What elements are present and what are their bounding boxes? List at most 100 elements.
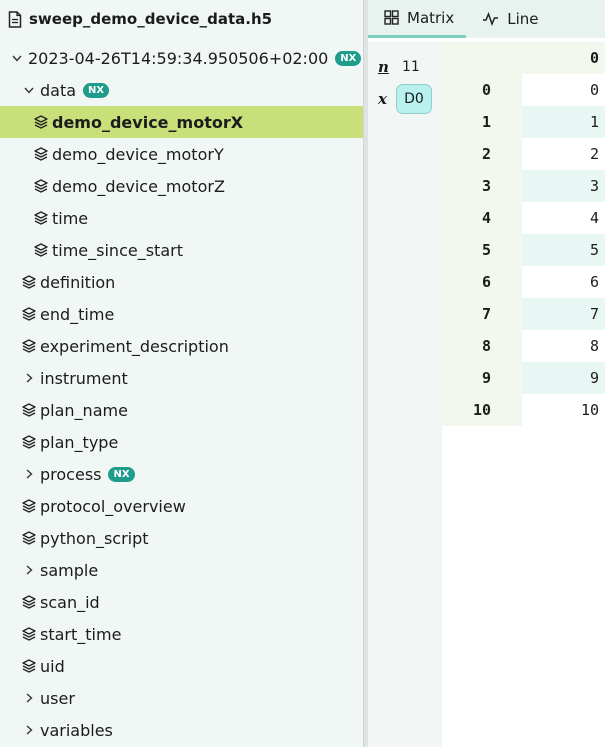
tree-item[interactable]: experiment_description [0,330,363,362]
chevron-right-icon[interactable] [22,373,36,383]
tree-item[interactable]: definition [0,266,363,298]
dataset-stack-icon [22,275,36,289]
tree-item-label: plan_type [40,432,119,452]
dataset-stack-icon [22,435,36,449]
matrix-cell[interactable]: 8 [522,330,605,362]
file-header[interactable]: sweep_demo_device_data.h5 [0,0,363,38]
file-icon [8,10,22,28]
dim-x-label: x [378,90,387,108]
chevron-down-icon[interactable] [10,55,24,62]
tree-item[interactable]: protocol_overview [0,490,363,522]
matrix-cell[interactable]: 3 [522,170,605,202]
dataset-stack-icon [34,179,48,193]
tree-item[interactable]: uid [0,650,363,682]
matrix-cell[interactable]: 0 [522,74,605,106]
tree-item-label: instrument [40,368,128,388]
dataset-stack-icon [34,115,48,129]
matrix-cell[interactable]: 4 [522,202,605,234]
matrix-row-index: 9 [442,362,522,394]
dataset-stack-icon [22,659,36,673]
tree-item[interactable]: end_time [0,298,363,330]
tab-matrix-label: Matrix [407,8,455,27]
tree-item[interactable]: start_time [0,618,363,650]
dataset-stack-icon [22,403,36,417]
matrix-row-index: 4 [442,202,522,234]
tree-item[interactable]: python_script [0,522,363,554]
dataset-stack-icon [22,499,36,513]
tree-item[interactable]: time [0,202,363,234]
matrix-cell[interactable]: 9 [522,362,605,394]
tree-item-label: uid [40,656,65,676]
dim-x-chip[interactable]: D0 [396,84,432,114]
tree-item-label: end_time [40,304,115,324]
tree-item[interactable]: demo_device_motorX [0,106,363,138]
matrix-cell[interactable]: 6 [522,266,605,298]
chevron-right-icon[interactable] [22,469,36,479]
dimension-mapper: n 11 x D0 [368,42,442,747]
tree-item[interactable]: plan_type [0,426,363,458]
matrix-row-index: 3 [442,170,522,202]
tree-item[interactable]: sample [0,554,363,586]
dim-x-row: x D0 [378,84,432,114]
tree-item[interactable]: plan_name [0,394,363,426]
tree-item-label: experiment_description [40,336,229,356]
tab-matrix[interactable]: Matrix [368,0,467,38]
tree-item-label: demo_device_motorX [52,112,244,132]
dim-n-label: n [378,58,389,76]
chevron-right-icon[interactable] [22,725,36,735]
tree-item-label: plan_name [40,400,128,420]
dim-n-value: 11 [402,59,420,75]
chevron-right-icon[interactable] [22,693,36,703]
matrix-cell[interactable]: 10 [522,394,605,426]
chevron-down-icon[interactable] [22,87,36,94]
matrix-cell[interactable]: 2 [522,138,605,170]
tree-item[interactable]: time_since_start [0,234,363,266]
matrix-row-index: 7 [442,298,522,330]
tree-item-label: sample [40,560,99,580]
dataset-stack-icon [22,627,36,641]
tree-item-label: scan_id [40,592,100,612]
tree-item[interactable]: data NX [0,74,363,106]
dataset-stack-icon [22,307,36,321]
tree-item[interactable]: instrument [0,362,363,394]
matrix-row-index: 6 [442,266,522,298]
chevron-right-icon[interactable] [22,565,36,575]
nx-badge: NX [108,466,135,482]
tree-item-label: demo_device_motorZ [52,176,225,196]
tree-item-label: user [40,688,75,708]
tree-item-label: demo_device_motorY [52,144,224,164]
matrix-header-row: 0 [442,42,605,74]
matrix-row-index: 8 [442,330,522,362]
matrix-row-index: 1 [442,106,522,138]
tree-item[interactable]: scan_id [0,586,363,618]
tree-item[interactable]: demo_device_motorY [0,138,363,170]
tree-item-label: data [40,80,77,100]
tab-line[interactable]: Line [466,0,550,38]
matrix-column-header: 0 [522,42,605,74]
matrix-cell[interactable]: 1 [522,106,605,138]
nx-badge: NX [83,82,110,98]
panel-splitter[interactable] [363,0,368,747]
matrix-cell[interactable]: 7 [522,298,605,330]
tree-item-label: variables [40,720,113,740]
dataset-stack-icon [34,211,48,225]
tree-item[interactable]: variables [0,714,363,746]
file-name: sweep_demo_device_data.h5 [29,10,273,28]
matrix-row-index: 10 [442,394,522,426]
matrix-cell[interactable]: 5 [522,234,605,266]
tree-item-label: time_since_start [52,240,183,260]
tree-item[interactable]: user [0,682,363,714]
tree-item-label: 2023-04-26T14:59:34.950506+02:00 [28,48,329,68]
tree-item[interactable]: demo_device_motorZ [0,170,363,202]
